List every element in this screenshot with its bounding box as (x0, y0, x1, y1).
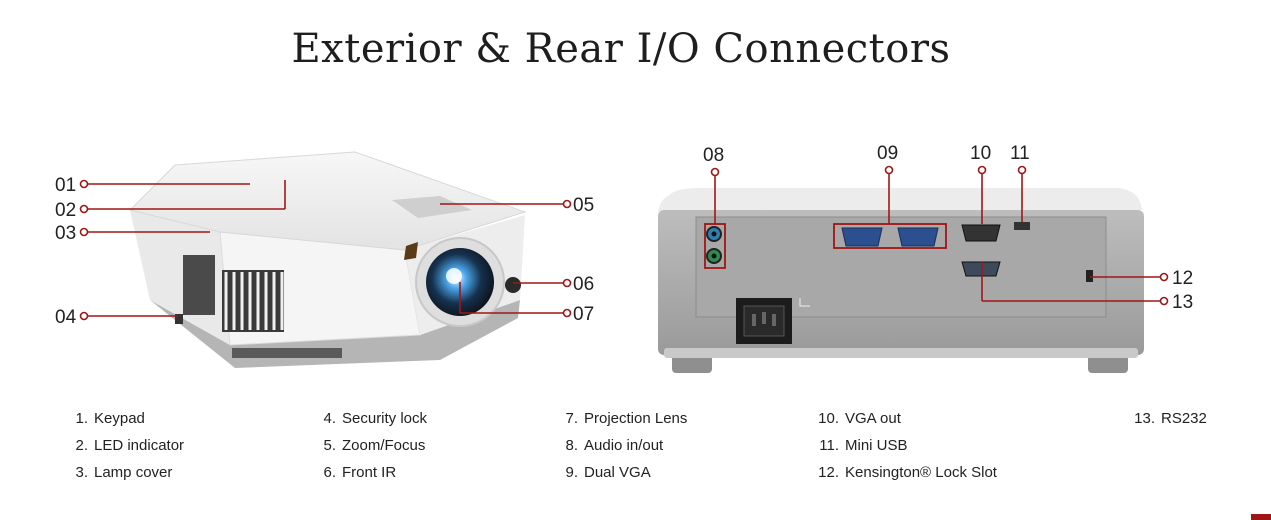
legend-item: 6.Front IR (323, 464, 397, 481)
legend-item: 12.Kensington® Lock Slot (818, 464, 997, 481)
legend-item: 1.Keypad (75, 410, 145, 427)
front-projector-image (129, 151, 527, 368)
callout-02: 02 (55, 200, 76, 221)
legend-item: 13.RS232 (1134, 410, 1207, 427)
callout-07: 07 (573, 304, 594, 325)
legend-item: 9.Dual VGA (565, 464, 651, 481)
callout-lines (88, 174, 1160, 317)
legend-column-5: 13.RS232 (1133, 405, 1207, 432)
callout-04: 04 (55, 307, 77, 328)
callout-11: 11 (1010, 143, 1030, 164)
callout-12: 12 (1172, 268, 1193, 289)
rear-projector-image (658, 188, 1144, 373)
legend-item: 8.Audio in/out (565, 437, 664, 454)
legend-item: 2.LED indicator (75, 437, 185, 454)
callout-10: 10 (970, 143, 991, 164)
callout-06: 06 (573, 274, 594, 295)
legend-column-2: 4.Security lock 5.Zoom/Focus 6.Front IR (314, 405, 427, 486)
legend-column-4: 10.VGA out 11.Mini USB 12.Kensington® Lo… (817, 405, 997, 486)
callout-01: 01 (55, 175, 76, 196)
callout-03: 03 (55, 223, 76, 244)
legend-column-3: 7.Projection Lens 8.Audio in/out 9.Dual … (556, 405, 687, 486)
callout-09: 09 (877, 143, 898, 164)
legend-item: 11.Mini USB (819, 437, 908, 454)
callout-08: 08 (703, 145, 724, 166)
callout-dots (79, 165, 1169, 321)
corner-accent (1251, 514, 1271, 520)
legend-item: 5.Zoom/Focus (323, 437, 426, 454)
legend-column-1: 1.Keypad 2.LED indicator 3.Lamp cover (66, 405, 184, 486)
page-title: Exterior & Rear I/O Connectors (291, 26, 951, 72)
callout-05: 05 (573, 195, 594, 216)
legend-item: 10.VGA out (818, 410, 901, 427)
legend-item: 3.Lamp cover (75, 464, 173, 481)
legend-item: 4.Security lock (323, 410, 428, 427)
callout-13: 13 (1172, 292, 1193, 313)
legend-item: 7.Projection Lens (565, 410, 688, 427)
